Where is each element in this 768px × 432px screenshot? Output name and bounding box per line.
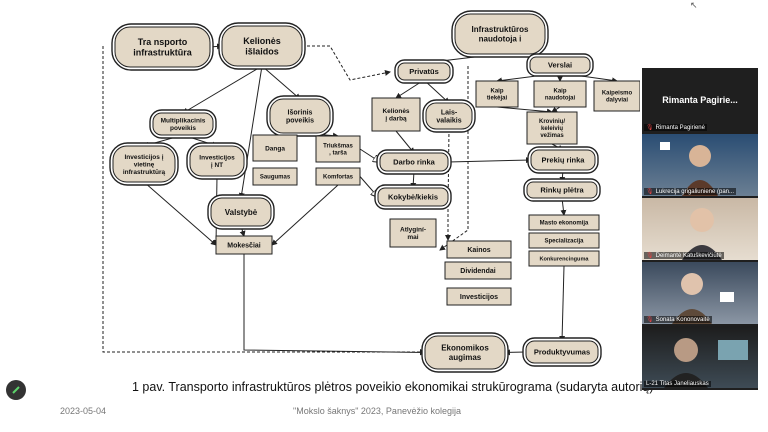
diagram-node-wages: Atlyginí-mai [389,218,437,248]
diagram-connector [243,254,426,356]
svg-text:Valstybė: Valstybė [225,208,258,217]
diagram-connector [445,128,451,241]
diagram-node-taxes: Mokesčiai [215,235,273,255]
diagram-connector [559,265,566,342]
svg-text:Dividendai: Dividendai [460,268,495,275]
diagram-node-noise: Triukšmas, tarša [315,135,361,163]
diagram-node-product-market: Prekių rinka [527,146,599,174]
participant-video[interactable]: 🎙Lukrecija grigaliuniene (pan... [642,134,758,196]
diagram-node-business: Verslai [526,53,594,77]
mic-muted-icon: 🎙 [646,125,654,131]
svg-text:Investicijos: Investicijos [460,294,498,301]
participants-panel: Rimanta Pagirie... 🎙Rimanta Pagirienė 🎙L… [642,68,758,390]
diagram-node-productivity: Produktyvumas [522,337,602,367]
diagram-connector [302,45,391,81]
diagram-connector [447,157,532,164]
diagram-node-prices: Kainos [446,240,512,259]
svg-text:Specializacija: Specializacija [544,239,584,245]
svg-text:Darbo rinka: Darbo rinka [393,158,436,167]
diagram-node-competition: Konkurencinguma [528,250,600,267]
diagram-node-safety: Saugumas [252,167,298,186]
participant-video[interactable]: 🎙Sonata Kononovaitė [642,262,758,324]
panel-title: Rimanta Pagirie... [662,95,738,105]
slide-footer-date: 2023-05-04 [60,406,107,416]
svg-text:Mokesčiai: Mokesčiai [227,242,261,249]
svg-text:Prekių rinka: Prekių rinka [542,156,586,165]
diagram-node-labor-market: Darbo rinka [376,149,452,175]
svg-text:Atlyginí-mai: Atlyginí-mai [400,227,426,241]
participant-video[interactable]: 🎙Deimantė Katuškevičiūtė [642,198,758,260]
svg-text:Komfortas: Komfortas [323,175,354,181]
diagram-node-state: Valstybė [207,194,275,230]
svg-text:Kokybė/kiekis: Kokybė/kiekis [388,193,438,202]
participant-name: 🎙Rimanta Pagirienė [644,124,707,131]
diagram-connector [271,184,339,246]
diagram-node-scale: Masto ekonomija [528,214,600,231]
diagram-node-market-dev: Rinkų plėtra [523,178,601,202]
participant-tile[interactable]: 🎙Rimanta Pagirienė [642,122,758,132]
diagram-connector [423,79,450,104]
slide-footer-event: "Mokslo šaknys" 2023, Panevėžio kolegija [293,406,461,416]
svg-text:Lais-valaikis: Lais-valaikis [436,109,461,124]
svg-text:Produktyvumas: Produktyvumas [534,348,590,357]
record-icon[interactable] [6,380,26,400]
diagram-connector [551,106,561,113]
diagram-node-private: Privatūs [394,59,454,84]
svg-text:Verslai: Verslai [548,61,572,70]
diagram-connector [182,65,263,114]
svg-text:Konkurencinguma: Konkurencinguma [539,256,589,262]
diagram-node-quality: Kokybė/kiekis [374,184,452,210]
diagram-connector [238,65,263,199]
diagram-node-comfort: Komfortas [315,167,361,186]
diagram-node-free-time: Lais-valaikis [422,99,476,133]
participant-video[interactable]: L-21 Titas Janeliauskas [642,326,758,388]
diagram-connector [143,181,217,246]
svg-text:Masto ekonomija: Masto ekonomija [540,221,589,227]
diagram-node-investments: Investicijos [446,287,512,306]
svg-text:Saugumas: Saugumas [260,175,291,181]
cursor-icon: ↖ [690,0,698,10]
diagram-connector [261,65,301,100]
svg-text:Kainos: Kainos [467,247,490,254]
svg-text:Rinkų plėtra: Rinkų plėtra [540,186,584,195]
diagram-connector [102,46,426,355]
svg-text:Danga: Danga [265,145,285,152]
figure-caption: 1 pav. Transporto infrastruktūros plėtro… [132,380,654,394]
diagram-node-specialization: Specializacija [528,232,600,249]
diagram-node-dividends: Dividendai [444,261,512,280]
diagram-connector [496,106,553,115]
diagram-node-cover: Danga [252,134,298,162]
svg-text:Triukšmas, tarša: Triukšmas, tarša [323,144,353,157]
svg-text:Privatūs: Privatūs [409,67,439,76]
